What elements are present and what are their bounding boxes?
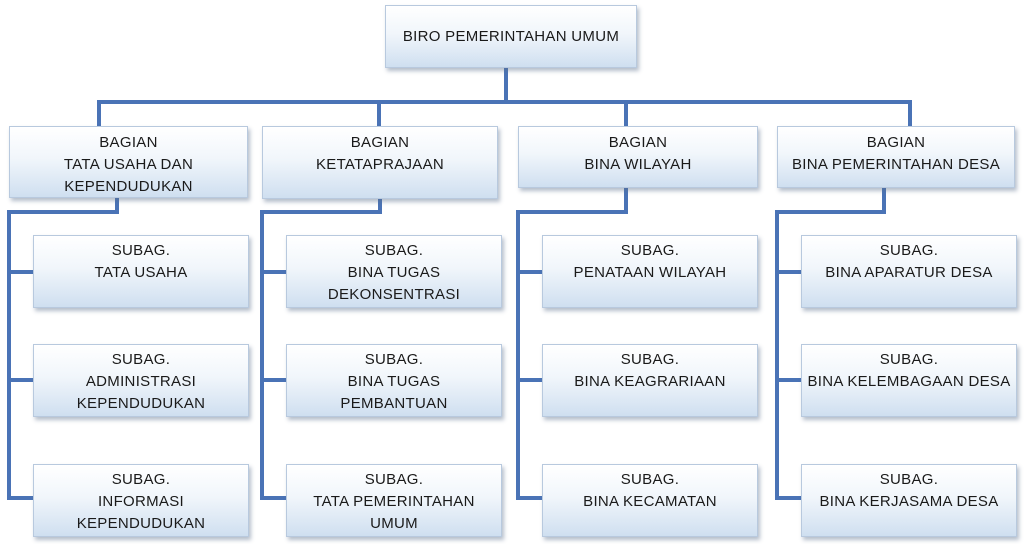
subunit-box: SUBAG. PENATAAN WILAYAH — [542, 235, 758, 308]
subunit-box: SUBAG. TATA PEMERINTAHAN UMUM — [286, 464, 502, 537]
subunit-line: BINA APARATUR DESA — [825, 264, 993, 281]
subunit-line: KEPENDUDUKAN — [76, 515, 206, 532]
department-box: BAGIAN KETATAPRAJAAN — [262, 126, 498, 199]
subunit-line: SUBAG. — [879, 242, 939, 259]
subunit-line: SUBAG. — [364, 351, 424, 368]
root-unit-line: BIRO PEMERINTAHAN UMUM — [402, 27, 620, 45]
subunit-line: TATA USAHA — [94, 264, 188, 281]
department-box: BAGIAN BINA WILAYAH — [518, 126, 758, 188]
subunit-line: SUBAG. — [879, 351, 939, 368]
subunit-box: SUBAG. BINA KEAGRARIAAN — [542, 344, 758, 417]
subunit-box: SUBAG. BINA KECAMATAN — [542, 464, 758, 537]
subunit-box: SUBAG. BINA KELEMBAGAAN DESA — [801, 344, 1017, 417]
subunit-line: ADMINISTRASI — [85, 373, 197, 390]
subunit-box: SUBAG. BINA KERJASAMA DESA — [801, 464, 1017, 537]
subunit-line: BINA KECAMATAN — [583, 493, 717, 510]
subunit-box: SUBAG. TATA USAHA — [33, 235, 249, 308]
subunit-line: SUBAG. — [364, 471, 424, 488]
subunit-line: SUBAG. — [111, 351, 171, 368]
department-line: BAGIAN — [350, 134, 410, 151]
subunit-line: BINA TUGAS — [347, 373, 441, 390]
subunit-line: SUBAG. — [620, 242, 680, 259]
department-line: BAGIAN — [99, 134, 158, 151]
subunit-line: PENATAAN WILAYAH — [573, 264, 727, 281]
subunit-box: SUBAG. BINA TUGAS DEKONSENTRASI — [286, 235, 502, 308]
subunit-box: SUBAG. BINA TUGAS PEMBANTUAN — [286, 344, 502, 417]
department-line: TATA USAHA DAN — [63, 156, 194, 173]
subunit-line: BINA KEAGRARIAAN — [574, 373, 726, 390]
subunit-line: UMUM — [370, 515, 418, 532]
subunit-line: SUBAG. — [111, 471, 171, 488]
subunit-line: SUBAG. — [620, 351, 680, 368]
department-line: BAGIAN — [866, 134, 926, 151]
subunit-line: BINA KELEMBAGAAN DESA — [807, 373, 1011, 390]
department-line: BAGIAN — [608, 134, 668, 151]
department-line: BINA WILAYAH — [584, 156, 692, 173]
department-line: KEPENDUDUKAN — [64, 178, 193, 195]
subunit-line: SUBAG. — [111, 242, 171, 259]
department-line: KETATAPRAJAAN — [315, 156, 445, 173]
subunit-line: SUBAG. — [364, 242, 424, 259]
root-unit-box: BIRO PEMERINTAHAN UMUM — [385, 5, 637, 68]
subunit-line: DEKONSENTRASI — [327, 286, 461, 303]
subunit-box: SUBAG. INFORMASI KEPENDUDUKAN — [33, 464, 249, 537]
subunit-box: SUBAG. BINA APARATUR DESA — [801, 235, 1017, 308]
department-box: BAGIAN TATA USAHA DAN KEPENDUDUKAN — [9, 126, 248, 198]
subunit-line: TATA PEMERINTAHAN — [313, 493, 475, 510]
subunit-line: KEPENDUDUKAN — [76, 395, 206, 412]
department-line: BINA PEMERINTAHAN DESA — [791, 156, 1001, 173]
subunit-line: PEMBANTUAN — [340, 395, 448, 412]
subunit-line: BINA KERJASAMA DESA — [819, 493, 999, 510]
subunit-line: SUBAG. — [879, 471, 939, 488]
subunit-box: SUBAG. ADMINISTRASI KEPENDUDUKAN — [33, 344, 249, 417]
subunit-line: SUBAG. — [620, 471, 680, 488]
subunit-line: INFORMASI — [97, 493, 185, 510]
subunit-line: BINA TUGAS — [347, 264, 441, 281]
department-box: BAGIAN BINA PEMERINTAHAN DESA — [777, 126, 1015, 188]
